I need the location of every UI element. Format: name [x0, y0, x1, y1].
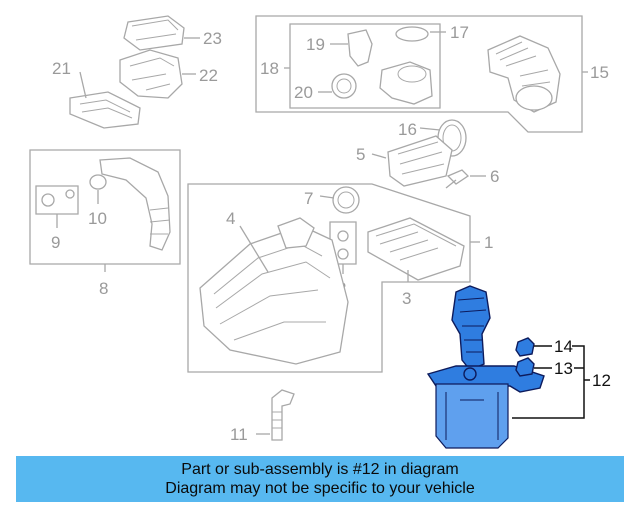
exploded-parts-diagram: 23 22 21 15 18 19 17 20: [29, 15, 611, 449]
part-13-bushing: 13: [515, 357, 573, 378]
callout-12-bracket: 12: [512, 345, 611, 419]
banner-line-1: Part or sub-assembly is #12 in diagram: [181, 461, 459, 478]
callout-5: 5: [356, 145, 365, 164]
part-14-bushing: 14: [515, 337, 573, 357]
part-21-duct: 21: [52, 59, 141, 129]
part-22-resonator: 22: [119, 49, 218, 99]
callout-10: 10: [88, 209, 107, 228]
callout-11: 11: [230, 425, 248, 444]
group-box-1: 1: [187, 183, 493, 373]
callout-18: 18: [260, 59, 279, 78]
callout-23: 23: [203, 29, 222, 48]
part-5-boot: 5: [356, 135, 453, 187]
part-4-housing: 4: [199, 209, 349, 365]
banner-line-2: Diagram may not be specific to your vehi…: [165, 480, 475, 497]
callout-12: 12: [592, 371, 611, 390]
part-23-cover: 23: [123, 15, 222, 51]
callout-20: 20: [294, 83, 313, 102]
callout-6: 6: [490, 167, 499, 186]
callout-4: 4: [226, 209, 235, 228]
part-6-bolt: 6: [445, 167, 499, 189]
callout-21: 21: [52, 59, 71, 78]
callout-1: 1: [484, 233, 493, 252]
callout-9: 9: [51, 233, 60, 252]
callout-3: 3: [402, 289, 411, 308]
info-banner: Part or sub-assembly is #12 in diagram D…: [16, 456, 624, 502]
callout-14: 14: [554, 337, 573, 356]
group-box-15: 15 18 19 17 20: [255, 15, 609, 133]
group-box-8: 8 9 10: [29, 149, 181, 298]
callout-17: 17: [450, 23, 469, 42]
callout-19: 19: [306, 35, 325, 54]
callout-13: 13: [554, 359, 573, 378]
part-3-filter: 3: [367, 217, 465, 308]
part-7-gasket: 7: [304, 186, 360, 214]
part-11-hose: 11: [230, 389, 295, 444]
part-12-resonator-highlighted: [426, 285, 545, 449]
callout-16: 16: [398, 120, 417, 139]
callout-7: 7: [304, 189, 313, 208]
callout-22: 22: [199, 66, 218, 85]
callout-15: 15: [590, 63, 609, 82]
callout-8: 8: [99, 279, 108, 298]
